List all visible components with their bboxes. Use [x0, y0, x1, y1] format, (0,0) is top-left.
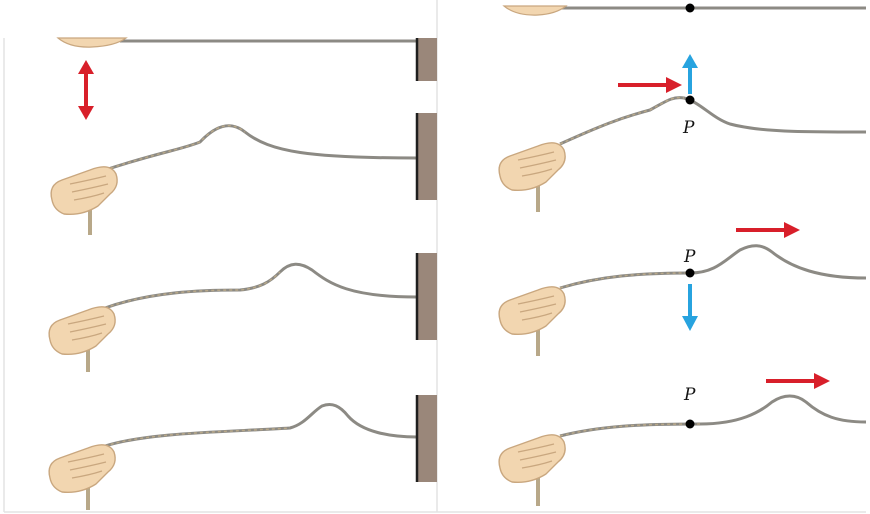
- rope: [560, 396, 866, 436]
- hand-holding-rope-icon: [499, 287, 565, 335]
- right-frame-4: P: [499, 373, 866, 506]
- point-p-label: P: [682, 118, 695, 138]
- wall: [417, 253, 437, 340]
- wall: [417, 38, 437, 81]
- hand-holding-rope-icon: [499, 435, 565, 483]
- right-frame-2: P: [499, 54, 866, 212]
- rope: [560, 246, 866, 288]
- red-arrow-icon: [78, 60, 94, 120]
- rope: [560, 98, 866, 144]
- point-p-dot: [686, 420, 695, 429]
- hand-holding-rope-icon: [499, 143, 565, 191]
- hand-holding-rope-icon: [58, 38, 126, 47]
- right-frame-1: [504, 4, 866, 16]
- point-p-label: P: [683, 247, 696, 267]
- right-panel: P P: [499, 4, 866, 507]
- hand-holding-rope-icon: [51, 167, 117, 215]
- point-p-dot: [686, 96, 695, 105]
- wall: [417, 395, 437, 482]
- hand-holding-rope-icon: [504, 6, 566, 15]
- point-p-dot: [686, 4, 695, 13]
- red-arrow-icon: [618, 77, 682, 93]
- point-p-label: P: [683, 385, 696, 405]
- left-frame-1: [58, 38, 437, 120]
- blue-arrow-icon: [682, 54, 698, 94]
- red-arrow-icon: [736, 222, 800, 238]
- left-frame-3: [49, 253, 437, 372]
- point-p-dot: [686, 269, 695, 278]
- rope-highlight: [560, 273, 690, 288]
- rope: [105, 126, 417, 170]
- left-frame-2: [51, 113, 437, 235]
- blue-arrow-icon: [682, 284, 698, 331]
- red-arrow-icon: [766, 373, 830, 389]
- hand-holding-rope-icon: [49, 445, 115, 493]
- rope: [105, 404, 417, 446]
- hand-holding-rope-icon: [49, 307, 115, 355]
- left-panel: [49, 38, 437, 510]
- wall: [417, 113, 437, 200]
- right-frame-3: P: [499, 222, 866, 356]
- left-frame-4: [49, 395, 437, 510]
- rope: [105, 264, 417, 308]
